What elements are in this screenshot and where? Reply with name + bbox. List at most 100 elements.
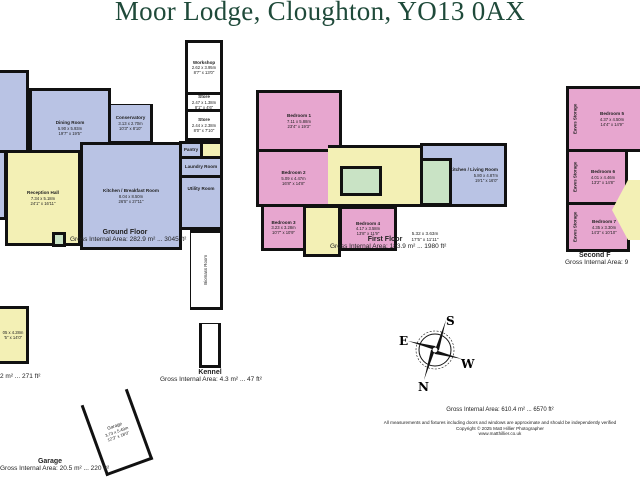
room-bedroom-6: Bedroom 6 4.01 x 4.46m 13'2" x 14'8"	[566, 149, 628, 205]
room-biomass: Biomass Room	[190, 230, 223, 310]
garage-caption: Garage Gross Internal Area: 20.5 m² ... …	[0, 458, 109, 472]
room-bedroom-4: Bedroom 4 4.17 x 3.58m 13'8" x 11'9"	[339, 206, 397, 251]
room-imperial: 16'8" x 14'8"	[282, 180, 305, 186]
outside-imperial: 17'5" x 11'11"	[411, 237, 439, 242]
room-metric: 05 x 4.28m	[2, 330, 24, 335]
room-cloakroom	[52, 232, 66, 247]
room-metric: 5.09 x 4.47m	[281, 175, 306, 181]
room-imperial: 14'4" x 14'9"	[600, 121, 624, 127]
room-name: Bedroom 6	[591, 169, 615, 175]
room-name: Laundry Room	[184, 164, 218, 170]
outside-metric: 5.32 x 3.63m	[411, 231, 439, 236]
compass-needle	[435, 320, 446, 350]
room-name: Bedroom 5	[600, 111, 624, 117]
compass-n: N	[418, 380, 429, 392]
floor-area: Gross Internal Area: 183.9 m² ... 1980 f…	[330, 243, 447, 250]
room-imperial: 10'3" x 8'10"	[119, 125, 142, 131]
room-name: Bedroom 1	[287, 113, 311, 119]
compass-rose-icon: S E W N	[399, 314, 475, 392]
room-name: Pantry	[183, 147, 199, 153]
compass-s: S	[446, 314, 455, 328]
total-area: Gross Internal Area: 610.4 m² ... 6570 f…	[446, 407, 554, 413]
room-metric: 2.44 x 2.38m	[191, 122, 217, 128]
annex-area: 2 m² ... 271 ft²	[0, 373, 41, 380]
room-conservatory: Conservatory 3.13 x 2.70m 10'3" x 8'10"	[108, 104, 153, 144]
room-imperial: 8'7" x 13'0"	[193, 70, 215, 76]
kennel-label: Kennel	[198, 369, 222, 376]
eaves-storage-1: Eaves Storage	[572, 103, 578, 135]
garage-area: Gross Internal Area: 20.5 m² ... 220 ft²	[0, 465, 110, 472]
room-name: Bedroom 4	[356, 220, 380, 226]
room-metric: 5.90 x 5.93m	[57, 125, 83, 131]
footer-notes: All measurements and fixtures including …	[370, 420, 630, 437]
room-bedroom-1: Bedroom 1 7.11 x 5.88m 23'4" x 19'3"	[256, 90, 342, 152]
room-metric: 7.11 x 5.88m	[287, 118, 311, 124]
room-imperial: '5" x 14'0"	[3, 335, 23, 340]
room-imperial: 13'2" x 14'8"	[591, 179, 615, 185]
ground-floor-caption: Ground Floor Gross Internal Area: 282.9 …	[70, 229, 186, 243]
room-left-reception	[0, 70, 29, 160]
room-workshop: Workshop 2.62 x 3.95m 8'7" x 13'0"	[185, 40, 223, 95]
room-name: Bedroom 3	[271, 219, 296, 225]
room-metric: 7.34 x 5.18m	[30, 195, 56, 201]
room-shower	[420, 158, 452, 206]
room-name: Kitchen / Breakfast Room	[103, 188, 159, 194]
room-imperial: 14'3" x 10'10"	[591, 229, 617, 235]
compass-w: W	[460, 357, 475, 371]
room-metric: 2.62 x 3.95m	[191, 65, 217, 71]
room-imperial: 23'4" x 19'3"	[287, 123, 311, 129]
room-name: Store	[198, 117, 210, 123]
floor-label: First Floor	[367, 236, 403, 243]
room-metric: 2.47 x 1.38m	[191, 99, 217, 105]
floor-label: Second F	[579, 252, 611, 259]
room-imperial: 8'0" x 7'10"	[193, 127, 215, 133]
room-imperial: 24'1" x 16'11"	[30, 200, 56, 206]
room-reception-hall: Reception Hall 7.34 x 5.18m 24'1" x 16'1…	[5, 150, 81, 246]
room-name: Store	[198, 94, 210, 100]
first-floor-caption: First Floor Gross Internal Area: 183.9 m…	[330, 236, 446, 250]
room-imperial: 8'1" x 4'6"	[194, 104, 214, 110]
room-annex: 05 x 4.28m '5" x 14'0"	[0, 306, 29, 364]
page-title: Moor Lodge, Cloughton, YO13 0AX	[114, 0, 526, 26]
kennel-caption: Kennel Gross Internal Area: 4.3 m² ... 4…	[160, 369, 262, 383]
room-store-2: Store 2.44 x 2.38m 8'0" x 7'10"	[185, 109, 223, 141]
kennel-area: Gross Internal Area: 4.3 m² ... 47 ft²	[160, 376, 262, 383]
room-metric: 4.01 x 4.46m	[590, 174, 616, 180]
room-name: Bedroom 7	[592, 219, 616, 225]
floor-label: Ground Floor	[102, 229, 148, 236]
room-kitchen-breakfast: Kitchen / Breakfast Room 8.04 x 8.50m 26…	[80, 142, 182, 250]
second-floor-caption: Second F Gross Internal Area: 9	[565, 252, 628, 266]
room-name: Conservatory	[115, 115, 146, 121]
compass-e: E	[399, 334, 408, 348]
garage-label: Garage	[37, 458, 63, 465]
room-metric: 8.04 x 8.50m	[118, 193, 144, 199]
room-imperial: 13'8" x 11'9"	[356, 231, 380, 237]
floor-area: Gross Internal Area: 9	[565, 259, 629, 266]
room-name: Reception Hall	[27, 190, 59, 196]
outside-dimensions: 5.32 x 3.63m 17'5" x 11'11"	[405, 231, 445, 243]
room-name: Dining Room	[55, 120, 85, 126]
room-metric: 4.17 x 3.58m	[355, 226, 381, 232]
room-imperial: 26'5" x 27'11"	[118, 198, 144, 204]
room-metric: 5.80 x 4.87m	[473, 172, 498, 178]
room-kennel	[199, 323, 221, 368]
eaves-storage-2: Eaves Storage	[572, 161, 578, 193]
room-metric: 3.13 x 2.70m	[118, 120, 143, 126]
room-name: Bedroom 2	[281, 170, 306, 176]
room-name: Utility Room	[187, 186, 215, 191]
room-bedroom-3: Bedroom 3 3.23 x 3.28m 10'7" x 10'9"	[261, 204, 306, 251]
room-name: Workshop	[192, 59, 216, 65]
room-name: Biomass Room	[203, 255, 208, 285]
room-metric: 4.35 x 3.30m	[591, 224, 617, 230]
copyright: Copyright © 2025 Matt Hillier Photograph…	[456, 425, 544, 431]
website-link[interactable]: www.matthillier.co.uk	[478, 431, 522, 437]
room-bathroom	[340, 166, 382, 196]
disclaimer: All measurements and fixtures including …	[383, 420, 617, 425]
room-metric: 4.37 x 4.50m	[599, 116, 625, 122]
room-utility: Utility Room	[179, 175, 223, 230]
room-name: Kitchen / Living Room	[449, 167, 499, 173]
room-metric: 3.23 x 3.28m	[271, 225, 296, 231]
eaves-storage-3: Eaves Storage	[572, 211, 578, 243]
room-imperial: 19'7" x 19'5"	[58, 130, 82, 136]
room-bedroom-2: Bedroom 2 5.09 x 4.47m 16'8" x 14'8"	[256, 149, 331, 207]
